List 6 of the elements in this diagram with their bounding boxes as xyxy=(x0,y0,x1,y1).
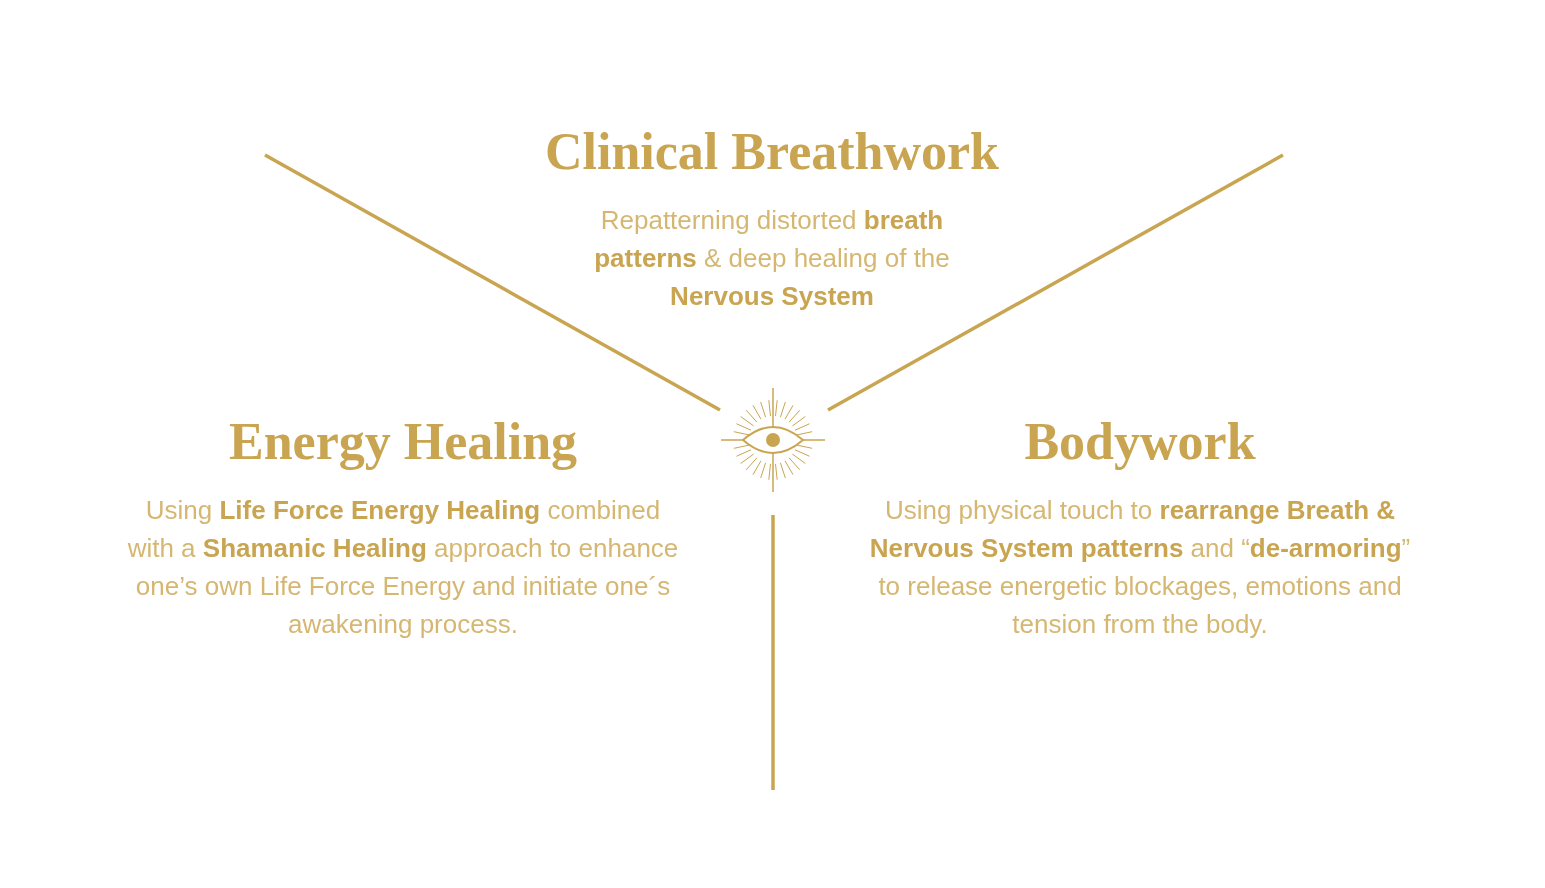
description-text: Using Life Force Energy Healing combined with a Shamanic Healing approach to enhance one’s own Life Force Energy and initiate one´s awakening process. xyxy=(126,494,680,641)
section-heading: Bodywork xyxy=(1024,412,1256,472)
description-text: Using physical touch to rearrange Breath & Nervous System patterns and “de-armoring” to release energetic blockages, emotions and tension from the body. xyxy=(868,494,1412,641)
section-heading: Clinical Breathwork xyxy=(545,122,999,182)
description-text: Repatterning distorted breath patterns & deep healing of the Nervous System xyxy=(593,204,951,313)
section-heading: Energy Healing xyxy=(228,412,578,472)
